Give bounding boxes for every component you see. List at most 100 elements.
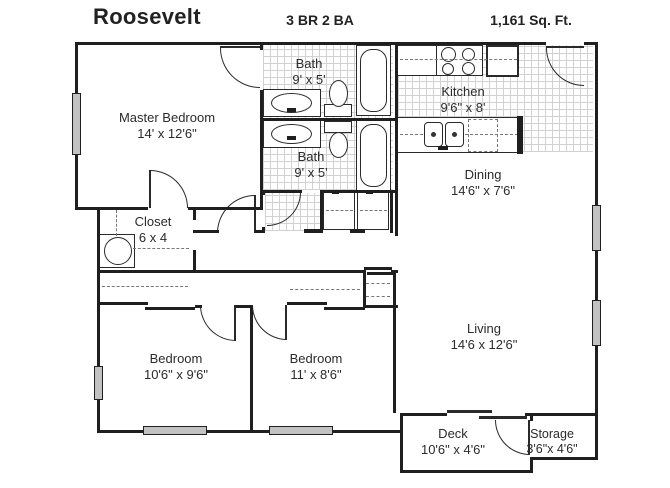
- wall: [595, 42, 598, 205]
- room-label-storage: Storage 3'6"x 4'6": [526, 427, 577, 458]
- toilet-bowl-icon: [329, 132, 348, 158]
- room-dims: 10'6" x 9'6": [143, 367, 209, 382]
- water-heater-icon: [104, 237, 132, 265]
- door-leaf: [285, 305, 287, 340]
- storage-wall: [530, 413, 533, 421]
- wall: [395, 42, 398, 236]
- wall: [188, 207, 262, 210]
- wall: [262, 190, 265, 195]
- wall: [525, 413, 598, 416]
- room-label-closet: Closet 6 x 4: [135, 214, 172, 246]
- room-name: Kitchen: [441, 84, 485, 100]
- wall: [195, 305, 202, 308]
- room-dims: 3'6"x 4'6": [526, 442, 578, 456]
- wall: [75, 42, 78, 93]
- deck-wall: [400, 413, 403, 473]
- door-arc: [220, 48, 260, 88]
- washer-icon: [323, 192, 355, 230]
- burner-icon: [462, 62, 475, 75]
- wall: [320, 190, 323, 233]
- dryer-dash: [360, 210, 387, 211]
- wall: [75, 42, 546, 45]
- wall: [393, 270, 396, 413]
- wall: [75, 155, 78, 210]
- wall: [260, 118, 395, 121]
- sink-basin-icon: [271, 124, 312, 144]
- wall: [193, 230, 219, 233]
- faucet-icon: [287, 108, 296, 112]
- room-name: Master Bedroom: [118, 110, 216, 126]
- closet-bypass-door: [364, 267, 392, 270]
- wall: [97, 400, 100, 433]
- room-label-bedroom-1: Bedroom 10'6" x 9'6": [144, 351, 208, 383]
- storage-wall: [530, 457, 533, 473]
- bathtub-basin-icon: [360, 124, 387, 187]
- storage-wall: [595, 413, 598, 460]
- wall: [260, 90, 263, 210]
- closet-shelf: [366, 283, 390, 284]
- window: [72, 93, 81, 155]
- window: [592, 205, 601, 251]
- door-leaf: [254, 195, 256, 233]
- door-leaf: [220, 46, 260, 48]
- threshold: [304, 229, 320, 233]
- room-name: Bath: [297, 149, 325, 165]
- toilet-bowl-icon: [329, 80, 348, 107]
- room-name: Storage: [530, 426, 574, 441]
- wall: [260, 190, 302, 193]
- washer-valve-icon: [332, 190, 339, 194]
- room-dims: 14' x 12'6": [137, 126, 197, 141]
- burner-icon: [441, 47, 456, 62]
- wall: [250, 305, 253, 430]
- burner-icon: [442, 63, 454, 75]
- room-dims: 9' x 5': [292, 72, 326, 87]
- door-arc: [200, 305, 236, 341]
- window: [143, 426, 207, 435]
- room-name: Bedroom: [149, 351, 203, 367]
- room-dims: 11' x 8'6": [290, 367, 342, 382]
- room-name: Bath: [295, 56, 323, 72]
- room-label-bath-2: Bath 9' x 5': [294, 149, 327, 181]
- counter-end-wall: [517, 116, 523, 154]
- room-label-bedroom-2: Bedroom 11' x 8'6": [290, 351, 343, 383]
- counter-dash-line: [400, 59, 517, 60]
- wall: [97, 207, 100, 366]
- door-leaf: [149, 170, 151, 208]
- room-label-living: Living 14'6 x 12'6": [451, 321, 518, 353]
- beds-baths-label: 3 BR 2 BA: [286, 12, 354, 28]
- wall: [236, 305, 252, 308]
- door-arc: [217, 195, 255, 233]
- room-dims: 14'6" x 7'6": [450, 183, 516, 198]
- storage-door-arc: [495, 420, 530, 455]
- wall: [97, 430, 143, 433]
- room-dims: 6 x 4: [138, 230, 168, 245]
- door-arc: [150, 170, 188, 208]
- drain-icon: [452, 132, 457, 137]
- door-arc: [252, 305, 287, 340]
- room-dims: 9'6" x 8': [440, 100, 486, 115]
- wall: [207, 430, 269, 433]
- entry-door-leaf: [546, 46, 584, 48]
- closet-bypass-door: [287, 302, 327, 305]
- utility-dash-line: [116, 210, 117, 236]
- wall: [333, 430, 403, 433]
- room-dims: 14'6 x 12'6": [450, 337, 518, 352]
- dryer-icon: [357, 192, 389, 230]
- door-leaf: [234, 305, 236, 341]
- patio-slider-door: [479, 416, 527, 419]
- room-name: Deck: [438, 426, 468, 442]
- window: [269, 426, 333, 435]
- faucet-icon: [287, 136, 296, 140]
- washer-dash: [326, 210, 353, 211]
- closet-shelf: [366, 296, 390, 297]
- room-name: Living: [467, 321, 501, 337]
- room-name: Bedroom: [289, 351, 343, 367]
- window: [592, 300, 601, 346]
- window: [94, 366, 103, 400]
- room-label-master-bedroom: Master Bedroom 14' x 12'6": [119, 110, 215, 142]
- room-name: Dining: [464, 167, 502, 183]
- room-name: Closet: [134, 214, 172, 230]
- storage-door-leaf: [528, 420, 530, 455]
- wall: [260, 42, 263, 50]
- wall: [390, 190, 393, 233]
